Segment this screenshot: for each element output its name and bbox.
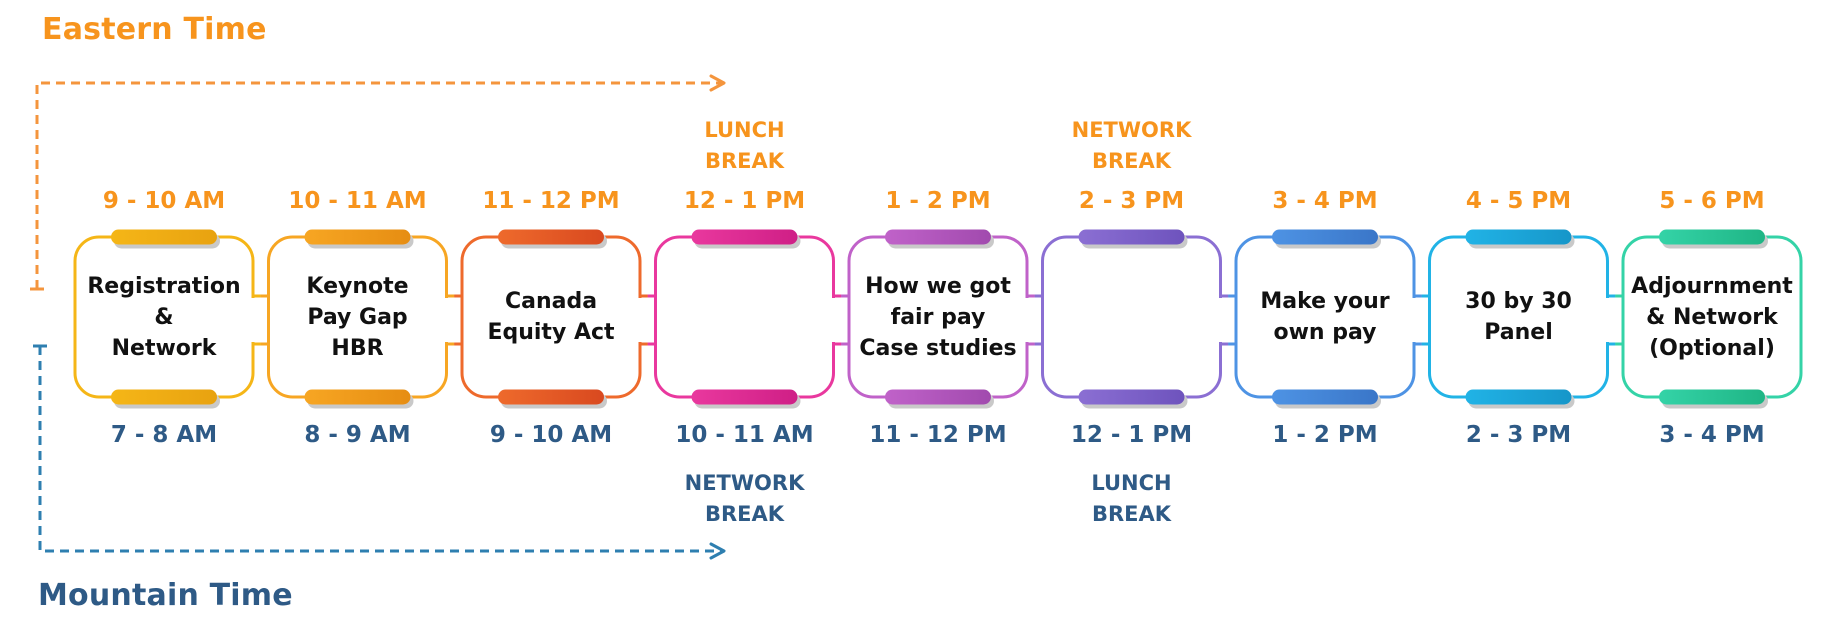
session-block (460, 229, 659, 409)
mountain-time-slot: 2 - 3 PM (1465, 422, 1572, 448)
mountain-time-slot: 7 - 8 AM (110, 422, 218, 448)
mountain-time-title: Mountain Time (38, 578, 293, 613)
wall-gap-right (1604, 298, 1611, 342)
eastern-break-note: LUNCH BREAK (704, 118, 785, 173)
mountain-time-slot: 1 - 2 PM (1272, 422, 1378, 448)
mountain-time-slot: 8 - 9 AM (304, 422, 411, 448)
connector-upper-cap (445, 294, 455, 298)
session-block (1041, 229, 1239, 409)
eastern-time-slot: 5 - 6 PM (1659, 188, 1765, 214)
top-pill (1078, 229, 1185, 245)
mountain-time-slot: 11 - 12 PM (869, 422, 1007, 448)
session-title: Keynote Pay Gap HBR (306, 273, 409, 361)
connector-upper-cap (638, 294, 648, 298)
eastern-time-slot: 2 - 3 PM (1078, 188, 1185, 214)
bottom-pill (1659, 389, 1765, 405)
bottom-pill (304, 389, 411, 405)
session-block (73, 229, 272, 409)
top-pill (1659, 229, 1765, 245)
connector-upper-cap (1025, 294, 1035, 298)
mountain-time-slot: 12 - 1 PM (1070, 422, 1193, 448)
eastern-time-title: Eastern Time (42, 12, 267, 47)
wall-gap-right (443, 298, 450, 342)
top-pill (1272, 229, 1378, 245)
top-pill (885, 229, 991, 245)
bottom-pill (1465, 389, 1572, 405)
bottom-pill (691, 389, 798, 405)
session-box-outline (654, 235, 835, 399)
top-pill (1465, 229, 1572, 245)
session-title: 30 by 30 Panel (1465, 289, 1572, 345)
eastern-time-slot: 4 - 5 PM (1465, 188, 1572, 214)
eastern-time-slot: 12 - 1 PM (683, 188, 806, 214)
mountain-arrow-line (38, 346, 722, 553)
mountain-break-note: LUNCH BREAK (1091, 471, 1172, 526)
top-pill (304, 229, 411, 245)
eastern-time-slot: 3 - 4 PM (1272, 188, 1378, 214)
session-title: Registration & Network (87, 273, 241, 361)
connector-upper-cap (1219, 294, 1229, 298)
connector-upper-cap (1412, 294, 1422, 298)
wall-gap-right (1024, 298, 1030, 342)
session-block (1234, 229, 1433, 409)
connector-upper-cap (832, 294, 842, 298)
wall-gap-right (830, 298, 837, 342)
top-pill (111, 229, 217, 245)
eastern-time-slot: 9 - 10 AM (102, 188, 226, 214)
mountain-time-slot: 3 - 4 PM (1659, 422, 1765, 448)
mountain-break-note: NETWORK BREAK (684, 471, 805, 526)
mountain-time-slot: 10 - 11 AM (675, 422, 814, 448)
bottom-pill (498, 389, 604, 405)
connector-upper-cap (251, 294, 261, 298)
session-title: Adjournment & Network (Optional) (1631, 273, 1793, 361)
eastern-time-slot: 1 - 2 PM (885, 188, 991, 214)
session-block (1621, 229, 1803, 409)
eastern-break-note: NETWORK BREAK (1071, 118, 1192, 173)
bottom-pill (1272, 389, 1378, 405)
eastern-arrow-head (709, 74, 726, 92)
session-box-outline (1041, 235, 1222, 399)
session-title: Canada Equity Act (487, 289, 615, 345)
wall-gap-right (1217, 298, 1224, 342)
bottom-pill (111, 389, 217, 405)
mountain-arrow-head (709, 542, 726, 560)
eastern-arrow-line (35, 81, 722, 289)
session-title: How we got fair pay Case studies (859, 273, 1017, 361)
session-block (654, 229, 852, 409)
wall-gap-right (250, 298, 256, 342)
eastern-time-slot: 11 - 12 PM (482, 188, 620, 214)
wall-gap-right (1411, 298, 1417, 342)
bottom-pill (1078, 389, 1185, 405)
bottom-pill (885, 389, 991, 405)
top-pill (498, 229, 604, 245)
connector-upper-cap (1606, 294, 1616, 298)
top-pill (691, 229, 798, 245)
mountain-time-slot: 9 - 10 AM (489, 422, 613, 448)
session-title: Make your own pay (1260, 289, 1390, 345)
session-block (1428, 229, 1626, 409)
wall-gap-right (637, 298, 643, 342)
eastern-time-slot: 10 - 11 AM (288, 188, 427, 214)
